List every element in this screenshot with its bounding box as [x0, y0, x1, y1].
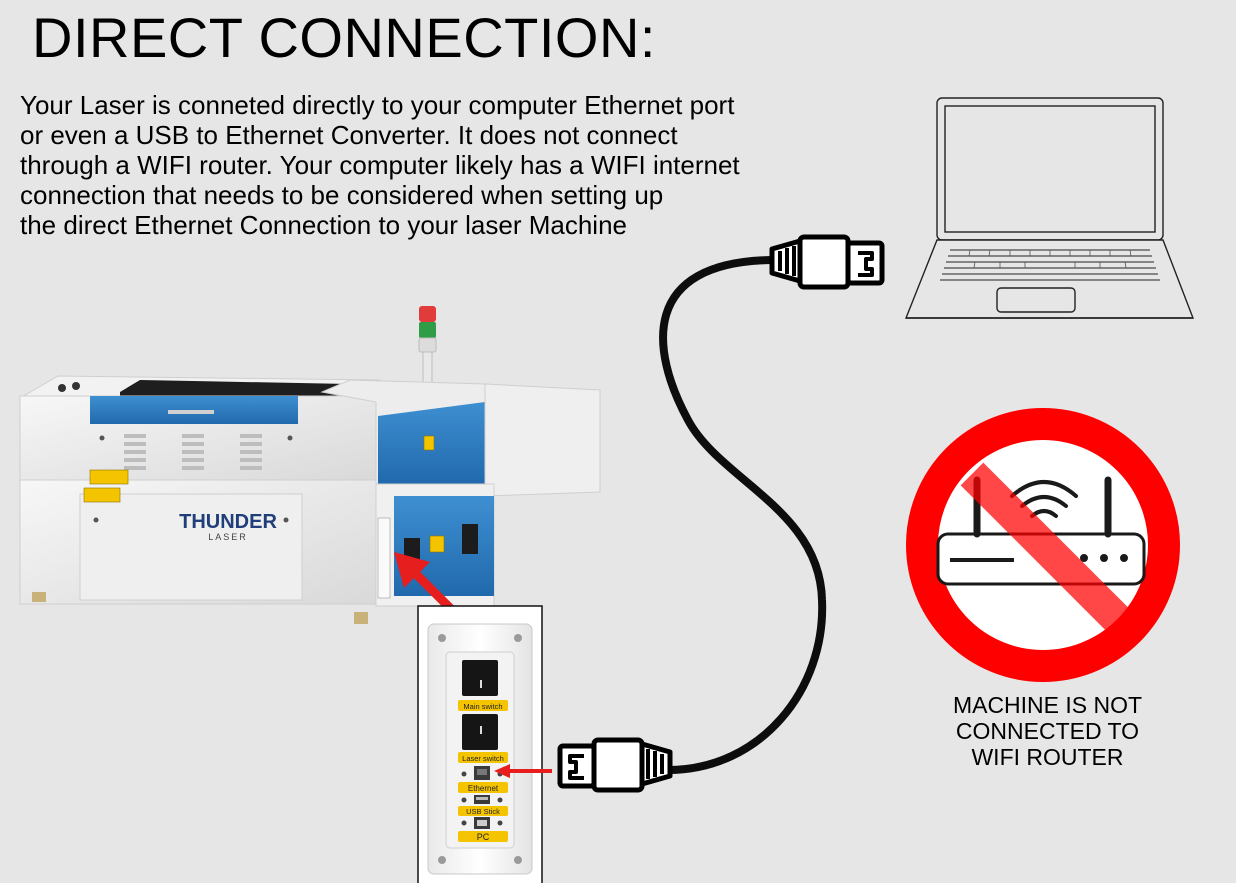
rj45-connector-icon [769, 234, 885, 290]
usb-stick-label: USB Stick [466, 807, 500, 816]
ethernet-label: Ethernet [468, 784, 499, 793]
page-title: DIRECT CONNECTION: [32, 6, 656, 69]
intro-paragraph: Your Laser is conneted directly to your … [20, 90, 880, 240]
rj45-connector-icon [557, 737, 673, 793]
brand-logo-text: THUNDER [179, 511, 277, 533]
main-switch-icon [462, 660, 498, 696]
wifi-caption-line: CONNECTED TO [955, 718, 1140, 744]
intro-line: or even a USB to Ethernet Converter. It … [20, 120, 678, 150]
ethernet-pointer-arrow-icon [494, 764, 552, 778]
signal-tower-icon [418, 306, 437, 389]
port-panel: Main switch Laser switch Ethernet USB St… [417, 605, 543, 883]
main-switch-label: Main switch [463, 702, 502, 711]
laser-switch-label: Laser switch [462, 754, 504, 763]
no-wifi-router-sign [906, 408, 1180, 682]
intro-line: Your Laser is conneted directly to your … [20, 90, 735, 120]
laptop-icon [904, 97, 1195, 319]
wifi-caption-line: MACHINE IS NOT [952, 692, 1143, 718]
brand-logo-subtext: LASER [208, 532, 248, 542]
laser-machine: THUNDER LASER [19, 306, 601, 624]
ethernet-cable [659, 256, 827, 774]
pc-label: PC [477, 832, 490, 842]
wifi-caption: MACHINE IS NOT CONNECTED TO WIFI ROUTER [910, 692, 1185, 770]
intro-line: the direct Ethernet Connection to your l… [20, 210, 628, 240]
intro-line: through a WIFI router. Your computer lik… [20, 150, 740, 180]
intro-line: connection that needs to be considered w… [20, 180, 664, 210]
wifi-caption-line: WIFI ROUTER [971, 744, 1124, 770]
